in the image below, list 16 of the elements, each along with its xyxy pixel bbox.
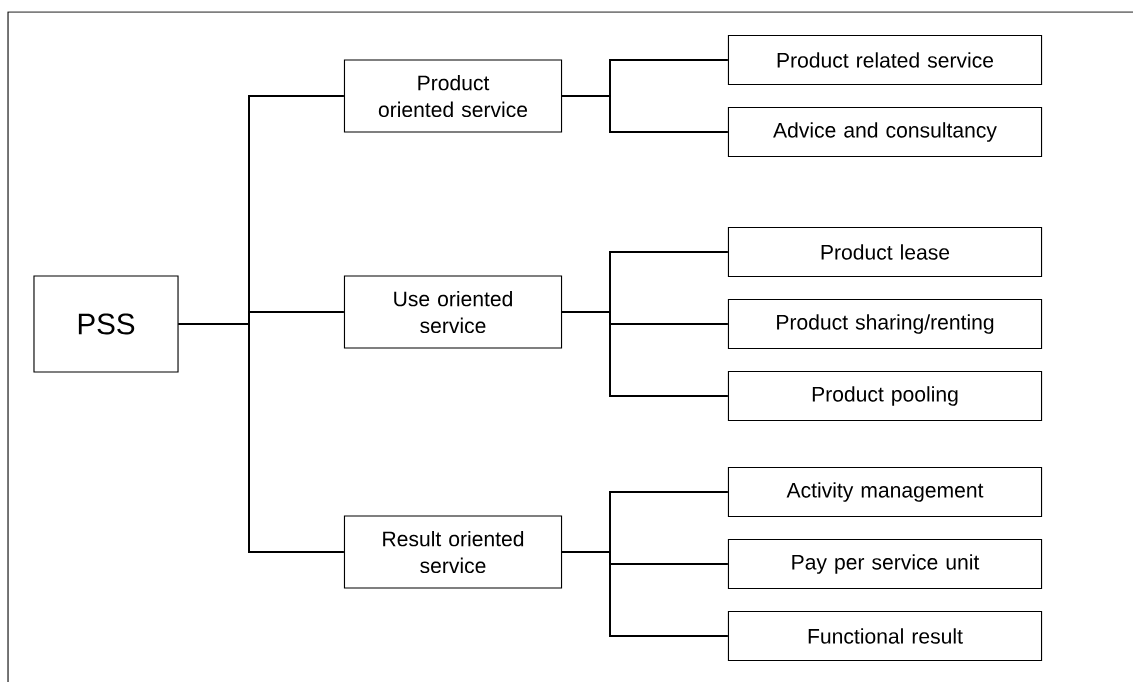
service-box: Advice and consultancy	[727, 106, 1043, 158]
category-box: Result oriented service	[343, 515, 563, 589]
service-box: Product lease	[727, 226, 1043, 278]
service-box: Product pooling	[727, 370, 1043, 422]
connector-line	[561, 311, 729, 397]
service-box: Product sharing/renting	[727, 298, 1043, 350]
service-box: Product related service	[727, 34, 1043, 86]
connector-line	[561, 551, 729, 637]
service-box: Activity management	[727, 466, 1043, 518]
connector-line	[561, 95, 729, 133]
service-box: Pay per service unit	[727, 538, 1043, 590]
category-box: Use oriented service	[343, 275, 563, 349]
service-box: Functional result	[727, 610, 1043, 662]
category-box: Product oriented service	[343, 59, 563, 133]
root-box: PSS	[33, 275, 179, 373]
connector-line	[177, 323, 345, 553]
